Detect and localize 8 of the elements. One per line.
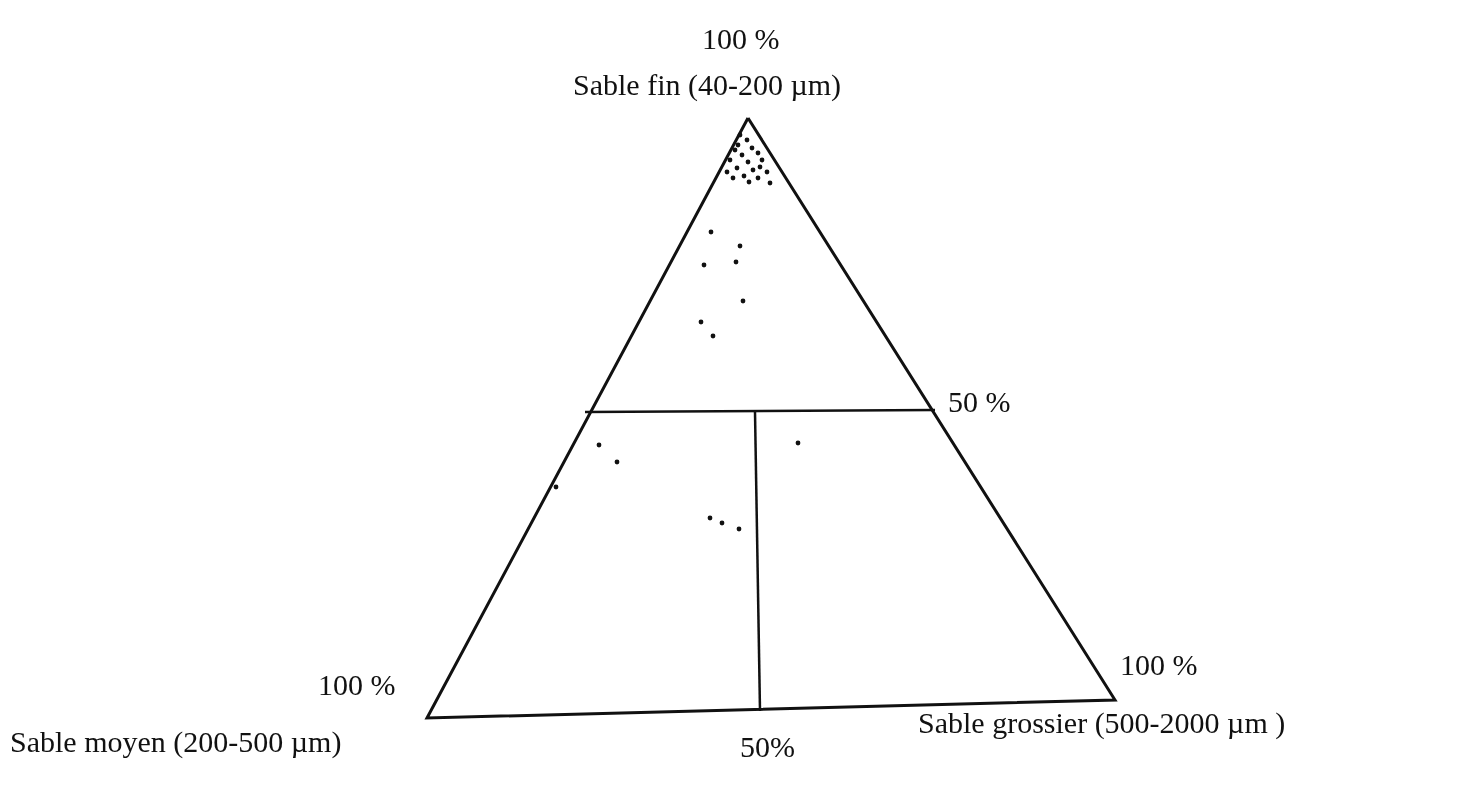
percentage-label: 100 % bbox=[702, 22, 780, 55]
percentage-label: 50 % bbox=[948, 385, 1011, 418]
percentage-label: 100 % bbox=[318, 668, 396, 701]
percentage-label: 100 % bbox=[1120, 648, 1198, 681]
axis-title: Sable grossier (500-2000 µm ) bbox=[918, 706, 1286, 739]
percentage-label: 50% bbox=[740, 730, 795, 763]
axis-title: Sable moyen (200-500 µm) bbox=[10, 725, 342, 758]
axis-title: Sable fin (40-200 µm) bbox=[573, 68, 842, 101]
